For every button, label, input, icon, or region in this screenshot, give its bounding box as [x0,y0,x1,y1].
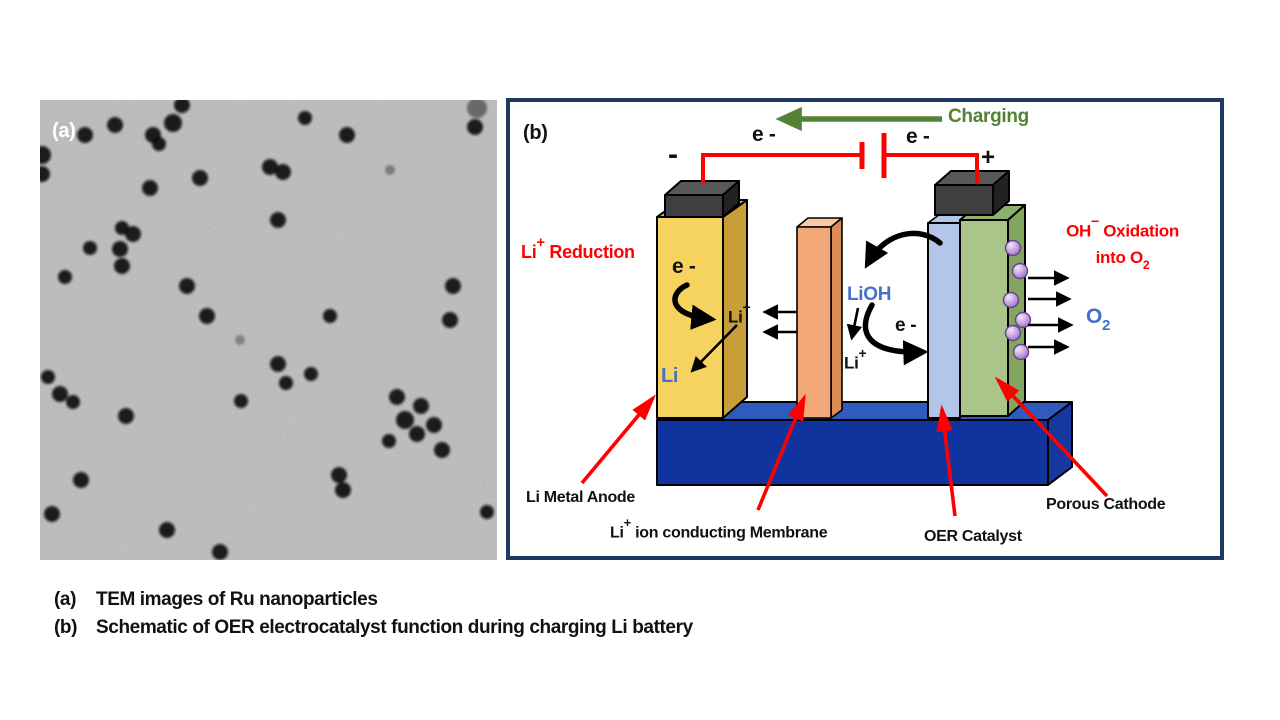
cathode-terminal-cap [934,170,1010,216]
tem-particles [40,100,494,560]
lioh-label: LiOH [847,284,892,305]
membrane-block [796,217,843,419]
catalyst-pointer [936,404,957,517]
catalyst-layer [927,213,973,419]
cathode-pointer [994,376,1109,498]
membrane-li-ion-label: Li+ [844,344,867,373]
electron-label-top-left: e - [752,123,776,146]
oh-oxidation-label: OH− Oxidation into O2 [1045,212,1200,276]
annotation-pointer-arrows [580,376,1109,517]
electron-label-top-right: e - [906,125,930,148]
ion-flow-arrows [690,304,863,373]
oh-oxidation-line2: into O2 [1095,247,1150,272]
tem-noise-texture [40,100,497,560]
external-circuit-wire [701,133,979,183]
anode-li-ion-label: Li+ [728,298,751,327]
tem-image-panel: (a) [40,100,497,560]
li-reduction-label: Li+ Reduction [521,234,635,262]
oer-catalyst-name-label: OER Catalyst [924,528,1022,545]
oxygen-release-arrows [1028,270,1074,355]
anode-electron-label: e - [672,255,696,278]
tem-micrograph [40,100,497,560]
membrane-name-label: Li+ ion conducting Membrane [610,515,828,542]
anode-name-label: Li Metal Anode [526,489,635,506]
schematic-panel: (b) Charging e - e - - + Li+ Reduction e… [506,98,1224,560]
anode-terminal-cap [664,180,740,218]
cathode-block [959,204,1026,417]
panel-b-label: (b) [523,122,548,144]
oxygen-bubbles [1002,239,1032,361]
li-metal-label: Li [661,365,679,387]
cathode-electron-label: e - [895,315,917,336]
caption-line-a: (a)TEM images of Ru nanoparticles [54,589,378,610]
o2-label: O2 [1086,305,1111,334]
negative-terminal-label: - [668,138,678,171]
charging-label: Charging [948,106,1029,127]
oh-oxidation-line1: OH− Oxidation [1066,212,1179,241]
electron-transfer-arrows [672,230,943,366]
cathode-name-label: Porous Cathode [1046,496,1166,513]
figure-caption: (a)TEM images of Ru nanoparticles (b)Sch… [54,586,693,642]
li-deposit-arrow [690,324,738,373]
anode-pointer [580,394,657,485]
lioh-dissociation-arrow [846,307,863,341]
membrane-pointer [756,393,806,511]
caption-line-b: (b)Schematic of OER electrocatalyst func… [54,617,693,638]
positive-terminal-label: + [981,144,995,171]
battery-schematic-drawing [580,106,1109,517]
panel-a-label: (a) [52,120,76,142]
